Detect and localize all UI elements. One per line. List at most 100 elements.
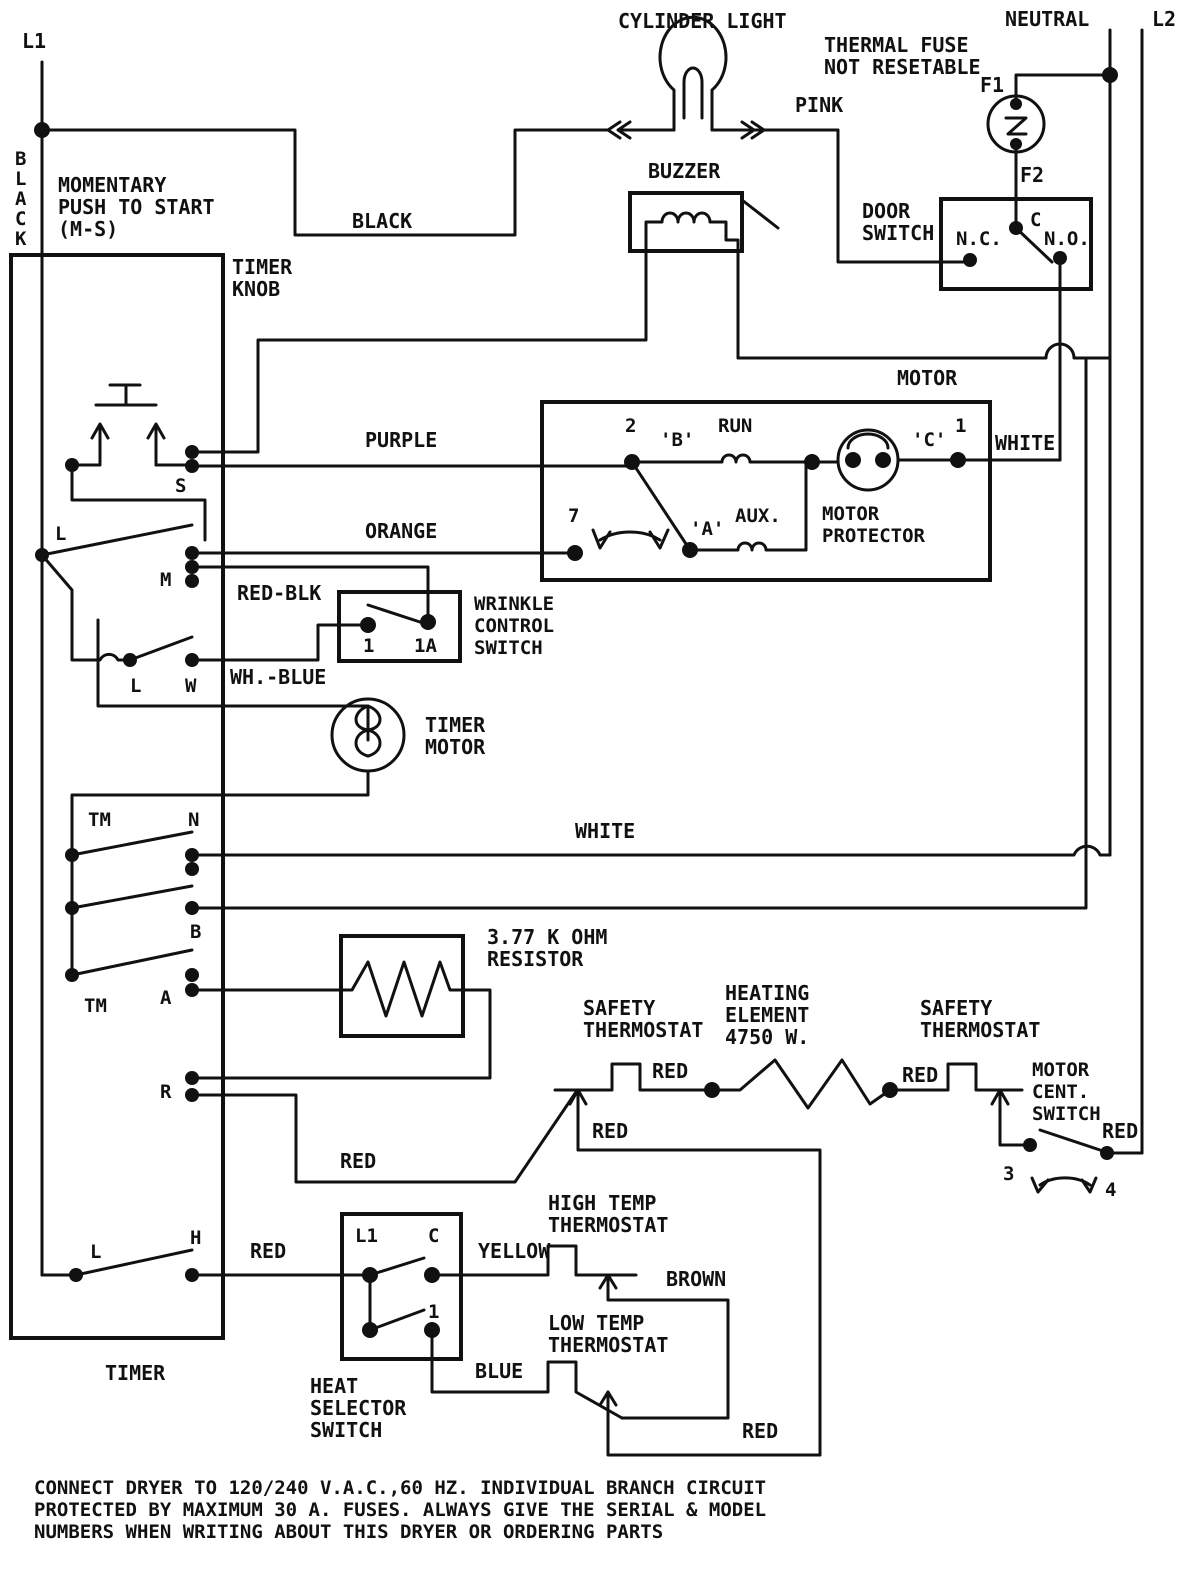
timer-terminal-tm-bottom: TM [84,995,107,1017]
motor-cent-label-2: CENT. [1032,1081,1089,1103]
motor-internal [567,452,966,561]
red-blk-wire-label: RED-BLK [237,581,321,605]
timer-knob-label-1: TIMER [232,255,293,279]
blue-wire-label: BLUE [475,1359,523,1383]
heat-selector-1: 1 [428,1301,439,1323]
motor-protector-label-2: PROTECTOR [822,525,926,547]
motor-cent-terminal-4: 4 [1105,1179,1116,1201]
red-st2-label: RED [902,1063,938,1087]
black-wire-label: BLACK [352,209,412,233]
motor-terminal-2: 2 [625,415,636,437]
momentary-label-2: PUSH TO START [58,195,215,219]
motor-cent-label-1: MOTOR [1032,1059,1090,1081]
thermal-fuse-icon [986,73,1112,230]
red-st1-out-label: RED [652,1059,688,1083]
heating-element-icon [704,1058,898,1110]
heat-selector-label-3: SWITCH [310,1418,382,1442]
door-switch-label-2: SWITCH [862,221,934,245]
buzzer-to-motor-wire [736,250,1112,360]
heating-element-label-1: HEATING [725,981,809,1005]
pink-wire-label: PINK [795,93,843,117]
cylinder-light-label: CYLINDER LIGHT [618,9,787,33]
momentary-label-3: (M-S) [58,217,118,241]
low-temp-label-1: LOW TEMP [548,1311,644,1335]
resistor-label-2: RESISTOR [487,947,584,971]
safety-thermostat-1-label-2: THERMOSTAT [583,1018,703,1042]
buzzer-to-timer-wire [190,250,648,454]
thermal-fuse-label-1: THERMAL FUSE [824,33,969,57]
motor-terminal-b: 'B' [660,429,694,451]
heat-selector-c: C [428,1225,439,1247]
power-lines [34,28,1144,1277]
wrinkle-label-1: WRINKLE [474,593,554,615]
l1-label: L1 [22,29,46,53]
red-st1-in-label: RED [592,1119,628,1143]
wrinkle-terminal-1: 1 [363,635,374,657]
motor-protector-label-1: MOTOR [822,503,880,525]
heat-selector-label-2: SELECTOR [310,1396,407,1420]
heat-selector-l1: L1 [355,1225,378,1247]
footer-line-2: PROTECTED BY MAXIMUM 30 A. FUSES. ALWAYS… [34,1499,766,1521]
resistor-icon [190,934,492,1080]
b-to-motor-wire [190,356,1088,910]
red-low-label: RED [742,1419,778,1443]
timer-terminal-r: R [160,1081,172,1103]
timer-terminal-l: L [55,523,66,545]
footer-line-3: NUMBERS WHEN WRITING ABOUT THIS DRYER OR… [34,1521,663,1543]
safety-thermostat-1-icon [553,1062,822,1457]
motor-terminal-c: 'C' [912,429,946,451]
yellow-wire-label: YELLOW [478,1239,551,1263]
safety-thermostat-2-icon [888,1062,1032,1147]
timer-terminal-l-bottom: L [90,1241,101,1263]
safety-thermostat-1-label-1: SAFETY [583,996,655,1020]
white-motor-wire-label: WHITE [995,431,1055,455]
timer-terminal-a: A [160,987,172,1009]
black-wire [40,128,610,237]
heating-element-label-3: 4750 W. [725,1025,809,1049]
resistor-label-1: 3.77 K OHM [487,925,607,949]
safety-thermostat-2-label-1: SAFETY [920,996,992,1020]
black-letter-c: C [15,208,26,230]
timer-terminal-h: H [190,1227,201,1249]
timer-terminal-l2: L [130,675,141,697]
timer-terminal-tm-top: TM [88,809,111,831]
door-switch-icon [939,197,1093,291]
thermal-fuse-label-2: NOT RESETABLE [824,55,981,79]
fuse-f1-label: F1 [980,73,1004,97]
motor-protector-icon [836,428,960,492]
safety-thermostat-2-label-2: THERMOSTAT [920,1018,1040,1042]
white-neutral-wire-label: WHITE [575,819,635,843]
fuse-f2-label: F2 [1020,163,1044,187]
brown-wire-label: BROWN [666,1267,726,1291]
wh-blue-wire-label: WH.-BLUE [230,665,326,689]
door-switch-label-1: DOOR [862,199,911,223]
timer-motor-label-1: TIMER [425,713,486,737]
heat-selector-switch-icon [340,1212,463,1361]
timer-motor-icon [70,697,406,977]
motor-cent-switch-icon [1023,1128,1114,1194]
black-letter-b: B [15,148,26,170]
wrinkle-terminal-1a: 1A [414,635,437,657]
red-cent-label: RED [1102,1119,1138,1143]
push-to-start-button [65,383,207,542]
buzzer-icon [628,191,780,254]
purple-wire-label: PURPLE [365,428,437,452]
motor-aux-label: AUX. [735,505,781,527]
high-temp-label-2: THERMOSTAT [548,1213,668,1237]
motor-title: MOTOR [897,366,958,390]
motor-terminal-1: 1 [955,415,966,437]
black-letter-a: A [15,188,27,210]
heat-selector-label-1: HEAT [310,1374,358,1398]
timer-terminal-m: M [160,569,171,591]
red-left-wire [190,1090,578,1184]
black-letter-l: L [15,168,26,190]
low-temp-thermostat-icon [430,1328,822,1457]
high-temp-thermostat-icon [430,1244,730,1420]
timer-knob-label-2: KNOB [232,277,280,301]
black-letter-k: K [15,228,27,250]
door-switch-c: C [1030,209,1041,231]
timer-terminal-s: S [175,475,186,497]
pink-wire [763,128,972,264]
momentary-label-1: MOMENTARY [58,173,166,197]
